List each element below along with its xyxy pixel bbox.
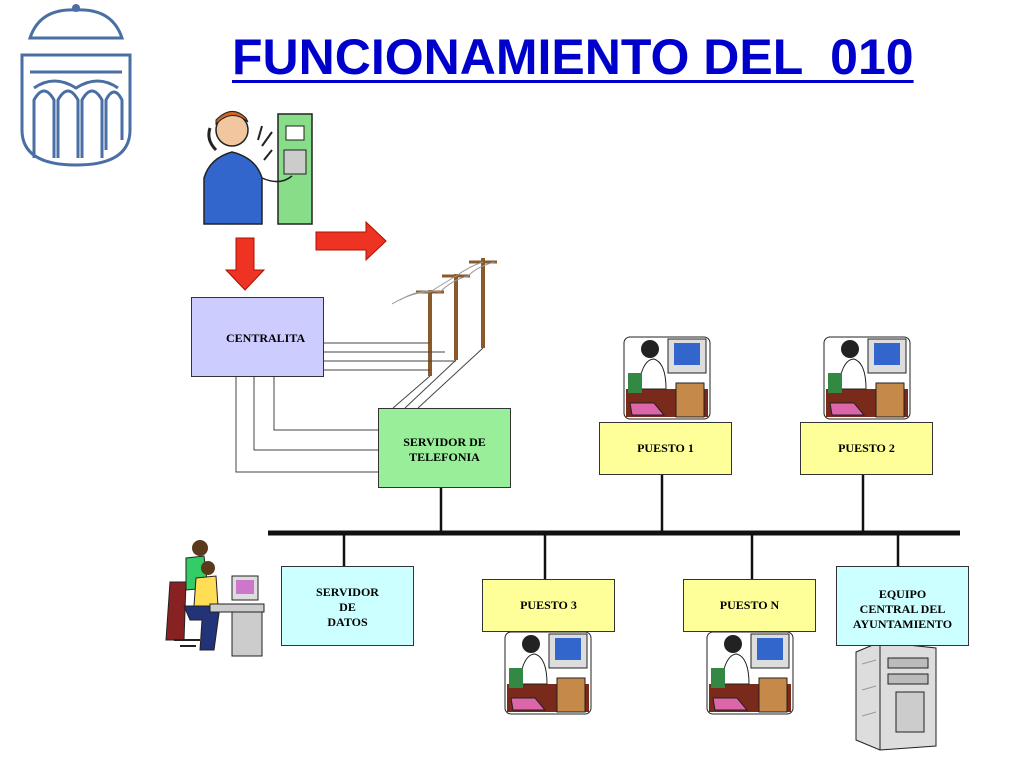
equipo-central-box: EQUIPO CENTRAL DEL AYUNTAMIENTO xyxy=(836,566,969,646)
servidor-datos-box: SERVIDOR DE DATOS xyxy=(281,566,414,646)
coat-of-arms-icon xyxy=(20,4,132,167)
telephone-poles-icon xyxy=(391,258,497,376)
right-arrow-icon xyxy=(315,220,387,262)
centralita-label: CENTRALITA xyxy=(226,331,306,345)
puesto-n-box: PUESTO N xyxy=(683,579,816,632)
operator-at-computer-icon xyxy=(504,631,592,715)
puesto-n-label: PUESTO N xyxy=(719,598,780,612)
puesto-1-box: PUESTO 1 xyxy=(599,422,732,475)
page-title: FUNCIONAMIENTO DEL 010 xyxy=(232,29,914,85)
caller-on-payphone-icon xyxy=(203,111,313,225)
operator-at-computer-icon xyxy=(623,336,711,420)
servidor-telefonia-label: SERVIDOR DE TELEFONIA xyxy=(403,435,486,464)
centralita-box: CENTRALITA xyxy=(191,297,324,377)
server-tower-icon xyxy=(855,641,937,751)
puesto-2-box: PUESTO 2 xyxy=(800,422,933,475)
connection-lines xyxy=(235,342,484,473)
people-at-workstation-icon xyxy=(165,540,265,657)
servidor-datos-label: SERVIDOR DE DATOS xyxy=(316,585,379,629)
servidor-telefonia-box: SERVIDOR DE TELEFONIA xyxy=(378,408,511,488)
puesto-2-label: PUESTO 2 xyxy=(838,441,895,455)
puesto-1-label: PUESTO 1 xyxy=(637,441,694,455)
operator-at-computer-icon xyxy=(706,631,794,715)
puesto-3-label: PUESTO 3 xyxy=(520,598,577,612)
down-arrow-icon xyxy=(224,237,266,291)
operator-at-computer-icon xyxy=(823,336,911,420)
equipo-central-label: EQUIPO CENTRAL DEL AYUNTAMIENTO xyxy=(852,587,953,631)
puesto-3-box: PUESTO 3 xyxy=(482,579,615,632)
network-bus xyxy=(268,475,960,579)
